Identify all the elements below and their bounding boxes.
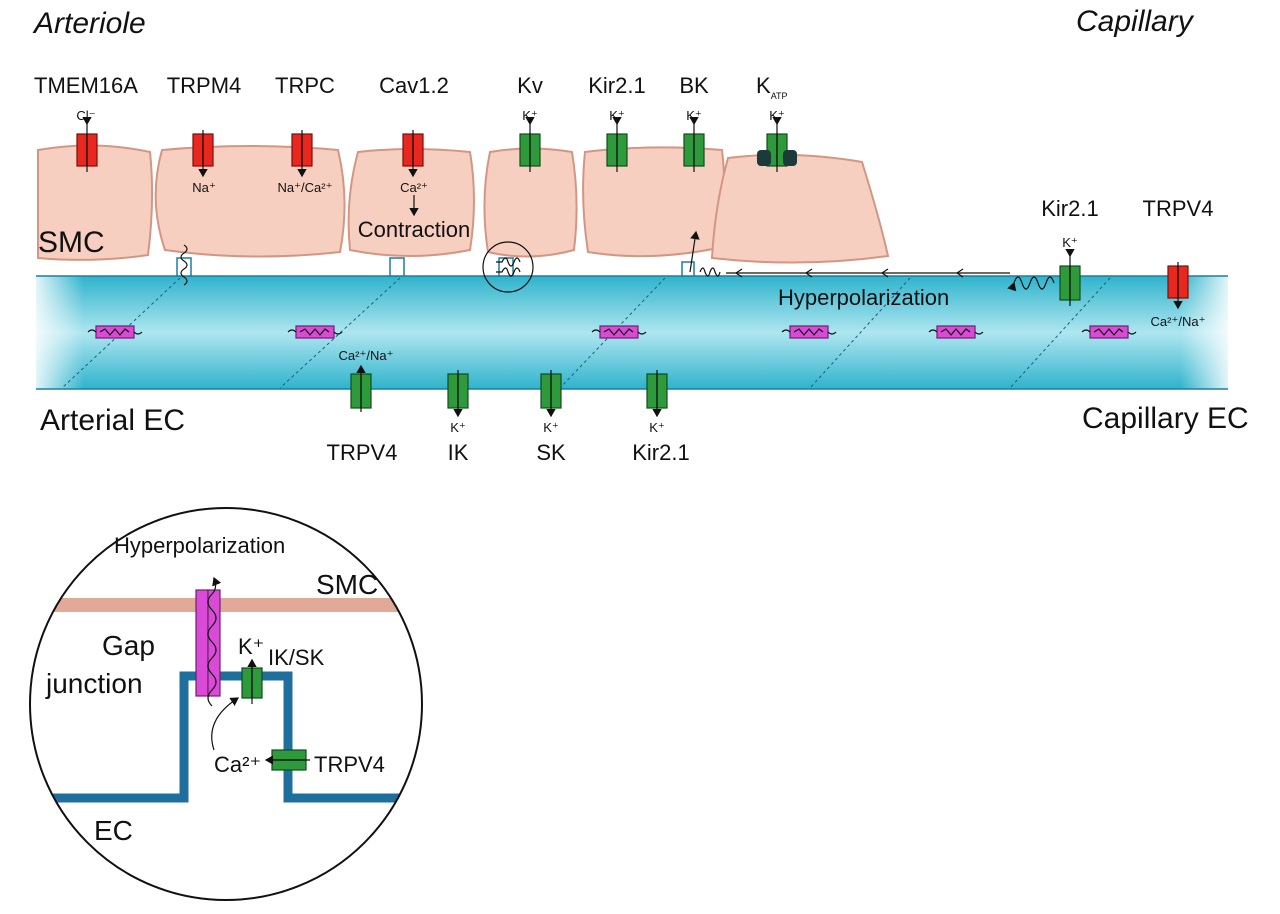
ion-kir21: K⁺: [609, 108, 625, 123]
ion-ec-sk: K⁺: [543, 420, 559, 435]
inset-gap-label: Gap: [102, 630, 155, 661]
smc-channel-kv: [519, 116, 541, 172]
inset-smc-label: SMC: [316, 569, 378, 600]
ion-capillary-kir21: K⁺: [1062, 235, 1078, 250]
inset-hyperpolarization-label: Hyperpolarization: [114, 533, 285, 558]
inset-iksk-label: IK/SK: [268, 645, 325, 670]
label-ec-trpv4: TRPV4: [327, 440, 398, 465]
smc-channel-trpc: [291, 130, 313, 178]
ec-channel-kir21: [646, 370, 668, 418]
ion-ec-trpv4: Ca²⁺/Na⁺: [339, 348, 394, 363]
inset-ec-label: EC: [94, 815, 133, 846]
smc-channel-trpm4: [192, 130, 214, 178]
ion-capillary-trpv4: Ca²⁺/Na⁺: [1151, 314, 1206, 329]
capillary-channel-trpv4: [1167, 262, 1189, 310]
arterial-ec-label: Arterial EC: [40, 404, 185, 437]
ion-cav12: Ca²⁺: [400, 180, 428, 195]
label-capillary-kir21: Kir2.1: [1041, 196, 1098, 221]
hyperpolarization-label: Hyperpolarization: [778, 285, 949, 310]
ec-channel-sk: [540, 370, 562, 418]
ion-ec-kir21: K⁺: [649, 420, 665, 435]
inset-k-ion: K⁺: [238, 634, 264, 659]
label-cav12: Cav1.2: [379, 73, 449, 98]
ion-trpm4: Na⁺: [192, 180, 215, 195]
label-trpm4: TRPM4: [167, 73, 242, 98]
smc-channel-bk: [683, 116, 705, 172]
smc-channel-kir21: [606, 116, 628, 172]
ec-channel-ik: [447, 370, 469, 418]
label-trpc: TRPC: [275, 73, 335, 98]
label-kir21: Kir2.1: [588, 73, 645, 98]
ion-kv: K⁺: [522, 108, 538, 123]
ec-gap-junctions: [87, 325, 1137, 339]
label-kv: Kv: [517, 73, 543, 98]
capillary-title: Capillary: [1076, 5, 1195, 38]
ion-bk: K⁺: [686, 108, 702, 123]
smc-channel-katp: [757, 116, 797, 172]
label-tmem16a: TMEM16A: [34, 73, 138, 98]
conducted-hyperpolarization-arrows: [726, 268, 1055, 292]
myoendothelial-connections: [176, 257, 695, 277]
label-bk: BK: [679, 73, 709, 98]
smc-channel-tmem16a: [76, 116, 98, 172]
inset-ca-ion: Ca²⁺: [214, 752, 261, 777]
junction-signal-squiggles: [180, 230, 721, 293]
label-ec-ik: IK: [448, 440, 469, 465]
contraction-label: Contraction: [358, 217, 471, 242]
inset-junction-label: junction: [45, 668, 143, 699]
ion-trpc: Na⁺/Ca²⁺: [278, 180, 333, 195]
smooth-muscle-cells: [37, 144, 890, 264]
arteriole-title: Arteriole: [32, 7, 146, 40]
label-katp: KATP: [756, 73, 788, 101]
capillary-channel-kir21: [1059, 248, 1081, 306]
ion-ec-ik: K⁺: [450, 420, 466, 435]
smc-channel-cav12: [402, 130, 424, 217]
inset-trpv4-label: TRPV4: [314, 752, 385, 777]
ion-tmem16a: Cl⁻: [76, 108, 95, 123]
smc-label: SMC: [38, 226, 105, 259]
label-capillary-trpv4: TRPV4: [1143, 196, 1214, 221]
label-ec-sk: SK: [536, 440, 566, 465]
ion-katp: K⁺: [769, 108, 785, 123]
label-ec-kir21: Kir2.1: [632, 440, 689, 465]
capillary-ec-label: Capillary EC: [1082, 402, 1249, 435]
ec-channel-trpv4: [350, 364, 372, 412]
gap-junction-inset: [29, 507, 423, 901]
